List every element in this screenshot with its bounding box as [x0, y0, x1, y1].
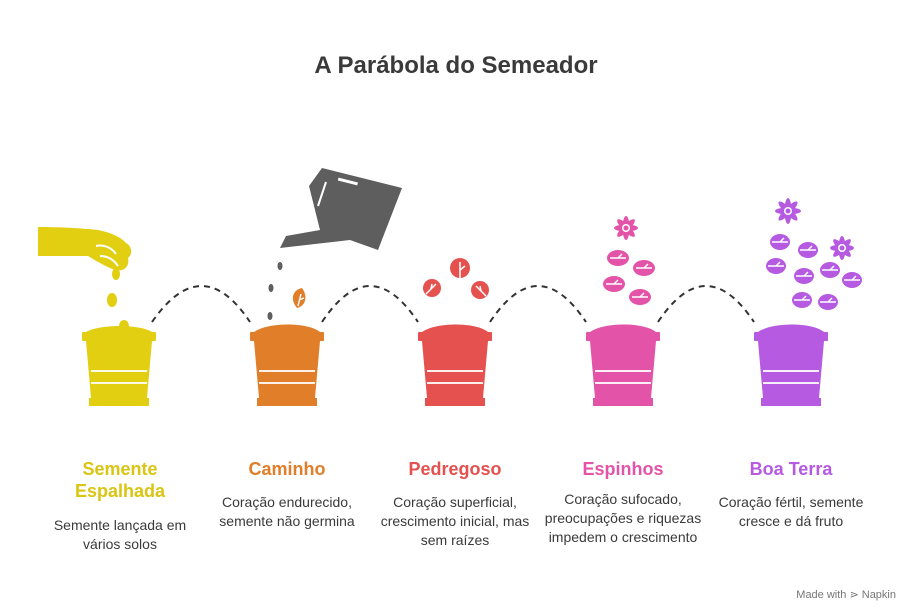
- stage-desc-caminho: Coração endurecido, semente não germina: [219, 494, 355, 529]
- pot-icon-purple: [754, 324, 828, 406]
- leaf-icon: [818, 294, 838, 310]
- stage-label-pedregoso: Pedregoso: [408, 459, 502, 479]
- stage-desc-espinhos: Coração sufocado, preocupações e riqueza…: [544, 491, 702, 545]
- leaf-icon: [766, 258, 786, 274]
- leaf-icon: [842, 272, 862, 288]
- pot-icon-pink: [586, 324, 660, 406]
- flower-icon-purple: [775, 198, 801, 224]
- connector-arc-4: [657, 285, 755, 323]
- connector-arc-2: [321, 285, 419, 323]
- hand-icon: [38, 227, 132, 271]
- leaf-icon: [450, 258, 470, 278]
- watering-can-icon: [280, 168, 402, 250]
- stage-desc-boa-terra: Coração fértil, semente cresce e dá frut…: [718, 494, 864, 529]
- leaf-icon: [471, 281, 489, 299]
- stage-label-caminho: Caminho: [248, 459, 326, 479]
- connector-arc-1: [151, 285, 251, 323]
- flower-icon-purple: [830, 236, 854, 260]
- stage-label-espinhos: Espinhos: [582, 459, 664, 479]
- stage-desc-pedregoso: Coração superficial, crescimento inicial…: [380, 494, 530, 548]
- water-drop-icons: [267, 262, 283, 320]
- leaf-icons-pink: [603, 250, 655, 305]
- leaf-icon: [633, 260, 655, 276]
- pot-icon-orange: [250, 324, 324, 406]
- connector-arc-3: [489, 285, 587, 323]
- diagram-title: A Parábola do Semeador: [314, 52, 598, 79]
- leaf-icon: [798, 242, 818, 258]
- connector-arcs: [151, 285, 755, 323]
- napkin-watermark[interactable]: Made with ⋗ Napkin: [796, 588, 896, 601]
- leaf-icon: [423, 279, 441, 297]
- leaf-icon: [794, 268, 814, 284]
- pot-icon-red: [418, 324, 492, 406]
- napkin-watermark-text: Made with ⋗ Napkin: [796, 589, 896, 601]
- leaf-icon: [770, 234, 790, 250]
- stage-desc-semente-espalhada: Semente lançada em vários solos: [53, 517, 187, 552]
- leaf-icon: [820, 262, 840, 278]
- leaf-icon: [603, 276, 625, 292]
- seed-icons: [107, 268, 129, 332]
- leaf-icon: [792, 292, 812, 308]
- pot-icon-yellow: [82, 326, 156, 406]
- stage-label-boa-terra: Boa Terra: [749, 459, 833, 479]
- flower-icon-pink: [614, 216, 638, 240]
- leaf-icon: [607, 250, 629, 266]
- leaf-icon: [629, 289, 651, 305]
- leaf-icon-sprout: [292, 288, 306, 308]
- stage-label-semente-espalhada: Semente Espalhada: [74, 459, 166, 501]
- leaf-icons-purple: [766, 234, 862, 310]
- leaf-icons-red: [423, 258, 489, 299]
